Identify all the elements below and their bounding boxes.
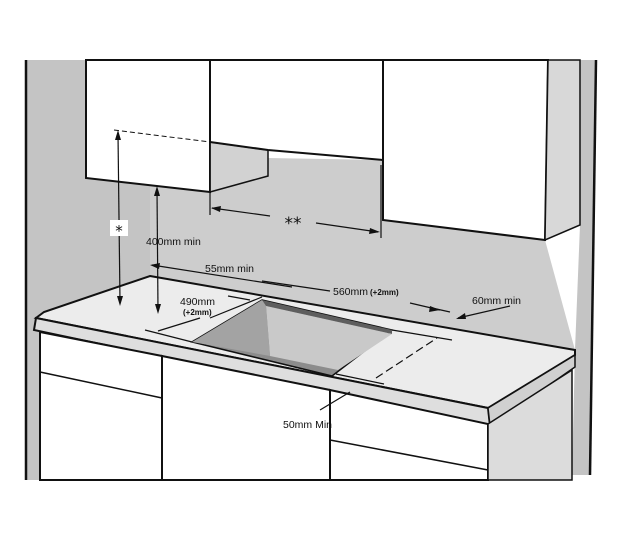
rear-distance-label: 55mm min bbox=[205, 263, 254, 275]
worktop-right-edge bbox=[487, 353, 576, 428]
cutout-depth-label: 490mm bbox=[180, 296, 215, 308]
dim-490-tick-top bbox=[227, 295, 251, 301]
lower-cabinet-right-drawer-line bbox=[329, 439, 489, 471]
dim-560-line-left bbox=[261, 280, 331, 292]
dim-490-tick-bottom bbox=[144, 329, 193, 343]
dim-60-tick bbox=[391, 329, 453, 341]
right-upper-cabinet-front bbox=[382, 59, 550, 242]
front-distance-label: 50mm Min bbox=[283, 419, 332, 431]
left-upper-cabinet-front bbox=[85, 59, 211, 194]
wall-right-edge bbox=[588, 59, 598, 476]
back-wall-center bbox=[150, 158, 575, 350]
min-height-above-label: 400mm min bbox=[146, 236, 201, 248]
dim-clearance-arrow-top bbox=[115, 130, 121, 140]
hob-cutout-inner-floor bbox=[266, 306, 392, 370]
dim-60-line bbox=[457, 305, 511, 319]
hob-cutout-inner-wall bbox=[262, 300, 392, 334]
dim-60-arrow bbox=[456, 313, 466, 319]
dim-55-arrow-left bbox=[150, 263, 160, 269]
dim-clearance-arrow-bottom bbox=[117, 296, 123, 306]
dim-400-arrow-bottom bbox=[155, 304, 161, 314]
side-distance-label: 60mm min bbox=[472, 295, 521, 307]
right-upper-cabinet-side bbox=[544, 59, 581, 242]
hob-cutout-left-wall bbox=[192, 300, 270, 356]
back-wall bbox=[26, 60, 150, 480]
dim-490-left-line bbox=[157, 317, 201, 332]
cutout-depth-tolerance: (+2mm) bbox=[183, 308, 212, 317]
dim-hood-line-right bbox=[315, 222, 379, 233]
middle-upper-cabinet bbox=[209, 59, 384, 162]
clearance-marker-badge bbox=[110, 220, 128, 236]
cutout-width-tolerance: (+2mm) bbox=[370, 288, 399, 297]
dim-hood-arrow-right bbox=[369, 228, 380, 234]
dim-front-right-line bbox=[375, 337, 438, 379]
dim-hood-arrow-left bbox=[211, 206, 221, 212]
dim-55-line bbox=[151, 264, 293, 288]
lower-cabinet-side bbox=[487, 368, 573, 481]
hood-gap-marker: ** bbox=[285, 214, 302, 234]
dim-560-arrow-right bbox=[429, 306, 440, 312]
clearance-marker: * bbox=[115, 222, 123, 240]
dim-front-tick-bottom bbox=[335, 373, 385, 385]
dim-clearance-dashed-top bbox=[113, 129, 211, 143]
lower-cabinet-left bbox=[39, 330, 163, 481]
dim-50-line bbox=[319, 391, 351, 411]
dim-400-line bbox=[156, 189, 159, 311]
dim-clearance-line bbox=[117, 133, 121, 303]
cutout-width-label: 560mm bbox=[333, 286, 368, 298]
lower-cabinet-left-drawer-line bbox=[39, 371, 163, 399]
dim-490-line bbox=[209, 296, 263, 319]
dim-400-arrow-top bbox=[154, 186, 160, 196]
dim-hood-line-left bbox=[211, 207, 271, 217]
